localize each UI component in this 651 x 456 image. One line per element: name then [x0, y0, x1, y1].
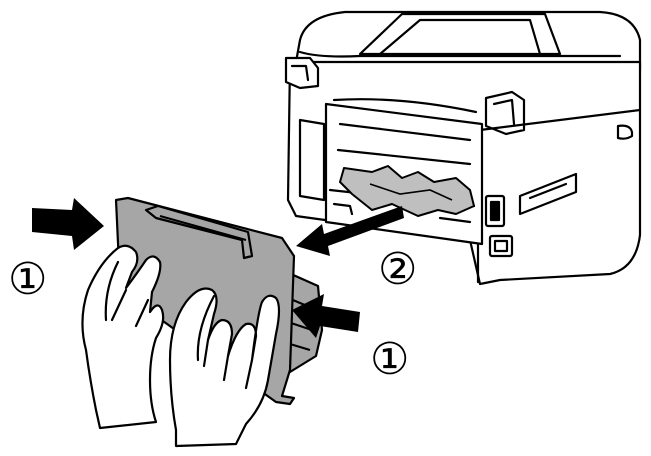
jammed-paper [339, 165, 475, 217]
left-arrow-icon [292, 294, 360, 338]
right-arrow-icon [32, 198, 104, 250]
side-handle [518, 172, 578, 216]
press-arrow-right [292, 294, 360, 338]
usb-port [488, 234, 514, 258]
press-arrow-left [32, 198, 104, 250]
left-hinge [284, 56, 320, 90]
left-arrow-icon [296, 206, 404, 256]
left-hand [81, 244, 165, 430]
step-label-pull: ② [378, 244, 417, 295]
step-label-press-right: ① [370, 334, 409, 385]
printer [284, 10, 642, 286]
pull-arrow [296, 206, 404, 256]
step-label-press-left: ① [8, 254, 47, 305]
document-feeder-tray [358, 12, 562, 56]
hands [81, 244, 281, 448]
